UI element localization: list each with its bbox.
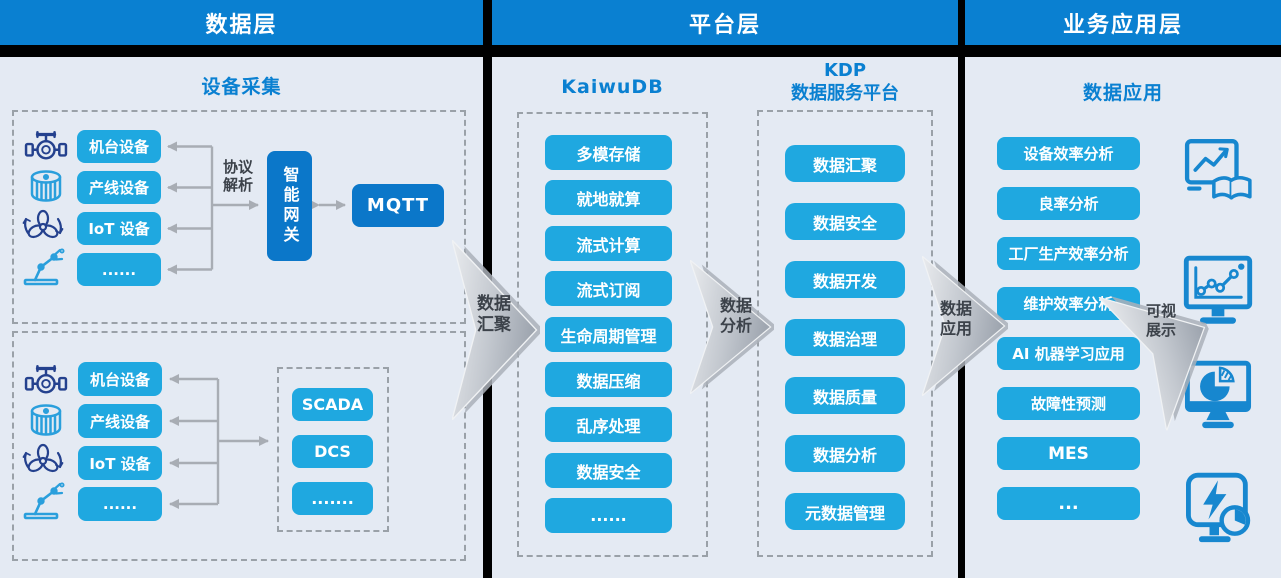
app-item: 设备效率分析: [997, 137, 1140, 170]
kaiwudb-item: 数据安全: [545, 453, 672, 488]
kdp-item: 数据治理: [785, 319, 905, 356]
bottom-device-group-frame: [12, 331, 466, 561]
kdp-title: KDP 数据服务平台: [791, 60, 899, 104]
flow-label-aggregation: 数据 汇聚: [477, 294, 511, 336]
app-item: 故障性预测: [997, 387, 1140, 420]
data-layer-panel: 数据层 设备采集 机台设备 产线设备 IoT 设备 ...... 协议 解析 智…: [0, 0, 483, 578]
application-layer-title: 业务应用层: [1062, 12, 1183, 38]
flow-label-application: 数据 应用: [939, 299, 972, 338]
app-item: ...: [997, 487, 1140, 520]
device-box: 机台设备: [78, 362, 162, 396]
drum-icon: [26, 402, 66, 438]
platform-layer-title: 平台层: [688, 12, 761, 38]
device-collection-title: 设备采集: [201, 76, 282, 98]
kaiwudb-item: 流式计算: [545, 226, 672, 261]
kaiwudb-item: 流式订阅: [545, 271, 672, 306]
device-box: ......: [77, 253, 161, 286]
system-box: SCADA: [292, 388, 373, 421]
smart-gateway-box: 智能网关: [267, 151, 312, 261]
flow-label-analysis: 数据 分析: [719, 296, 752, 335]
kaiwudb-item: ......: [545, 498, 672, 533]
robot-arm-icon: [22, 246, 68, 286]
top-device-group-frame: [12, 110, 466, 324]
kdp-item: 数据质量: [785, 377, 905, 414]
scada-group-frame: [277, 367, 389, 532]
valve-icon: [22, 360, 70, 398]
system-box: .......: [292, 482, 373, 515]
valve-icon: [22, 126, 70, 164]
kaiwudb-item: 乱序处理: [545, 407, 672, 442]
fan-icon: [20, 206, 66, 246]
kdp-item: 元数据管理: [785, 493, 905, 530]
energy-monitor-icon: [1185, 472, 1253, 550]
device-box: IoT 设备: [77, 212, 161, 245]
app-item: 工厂生产效率分析: [997, 237, 1140, 270]
drum-icon: [26, 168, 66, 204]
data-application-title: 数据应用: [1082, 82, 1163, 104]
robot-arm-icon: [22, 480, 68, 520]
kaiwudb-item: 生命周期管理: [545, 317, 672, 352]
application-layer-panel: 业务应用层 数据应用 设备效率分析 良率分析 工厂生产效率分析 维护效率分析 A…: [965, 0, 1281, 578]
app-item: MES: [997, 437, 1140, 470]
kaiwudb-item: 多模存储: [545, 135, 672, 170]
platform-layer-header: 平台层: [492, 0, 958, 45]
device-box: 机台设备: [77, 130, 161, 163]
device-box: ......: [78, 487, 162, 521]
data-layer-title: 数据层: [205, 12, 278, 38]
system-box: DCS: [292, 435, 373, 468]
data-layer-header: 数据层: [0, 0, 483, 45]
device-box: IoT 设备: [78, 446, 162, 480]
device-box: 产线设备: [77, 171, 161, 204]
kdp-item: 数据开发: [785, 261, 905, 298]
kdp-item: 数据汇聚: [785, 145, 905, 182]
kdp-item: 数据安全: [785, 203, 905, 240]
fan-icon: [20, 440, 66, 480]
kaiwudb-item: 数据压缩: [545, 362, 672, 397]
device-box: 产线设备: [78, 404, 162, 438]
application-layer-header: 业务应用层: [965, 0, 1281, 45]
mqtt-box: MQTT: [352, 184, 444, 227]
kaiwudb-title: KaiwuDB: [561, 76, 664, 98]
kaiwudb-item: 就地就算: [545, 180, 672, 215]
dashboard-book-icon: [1184, 138, 1254, 202]
kdp-item: 数据分析: [785, 435, 905, 472]
protocol-parse-label: 协议 解析: [222, 158, 253, 194]
flow-label-visualization: 可视 展示: [1145, 302, 1176, 339]
app-item: 良率分析: [997, 187, 1140, 220]
app-item: AI 机器学习应用: [997, 337, 1140, 370]
